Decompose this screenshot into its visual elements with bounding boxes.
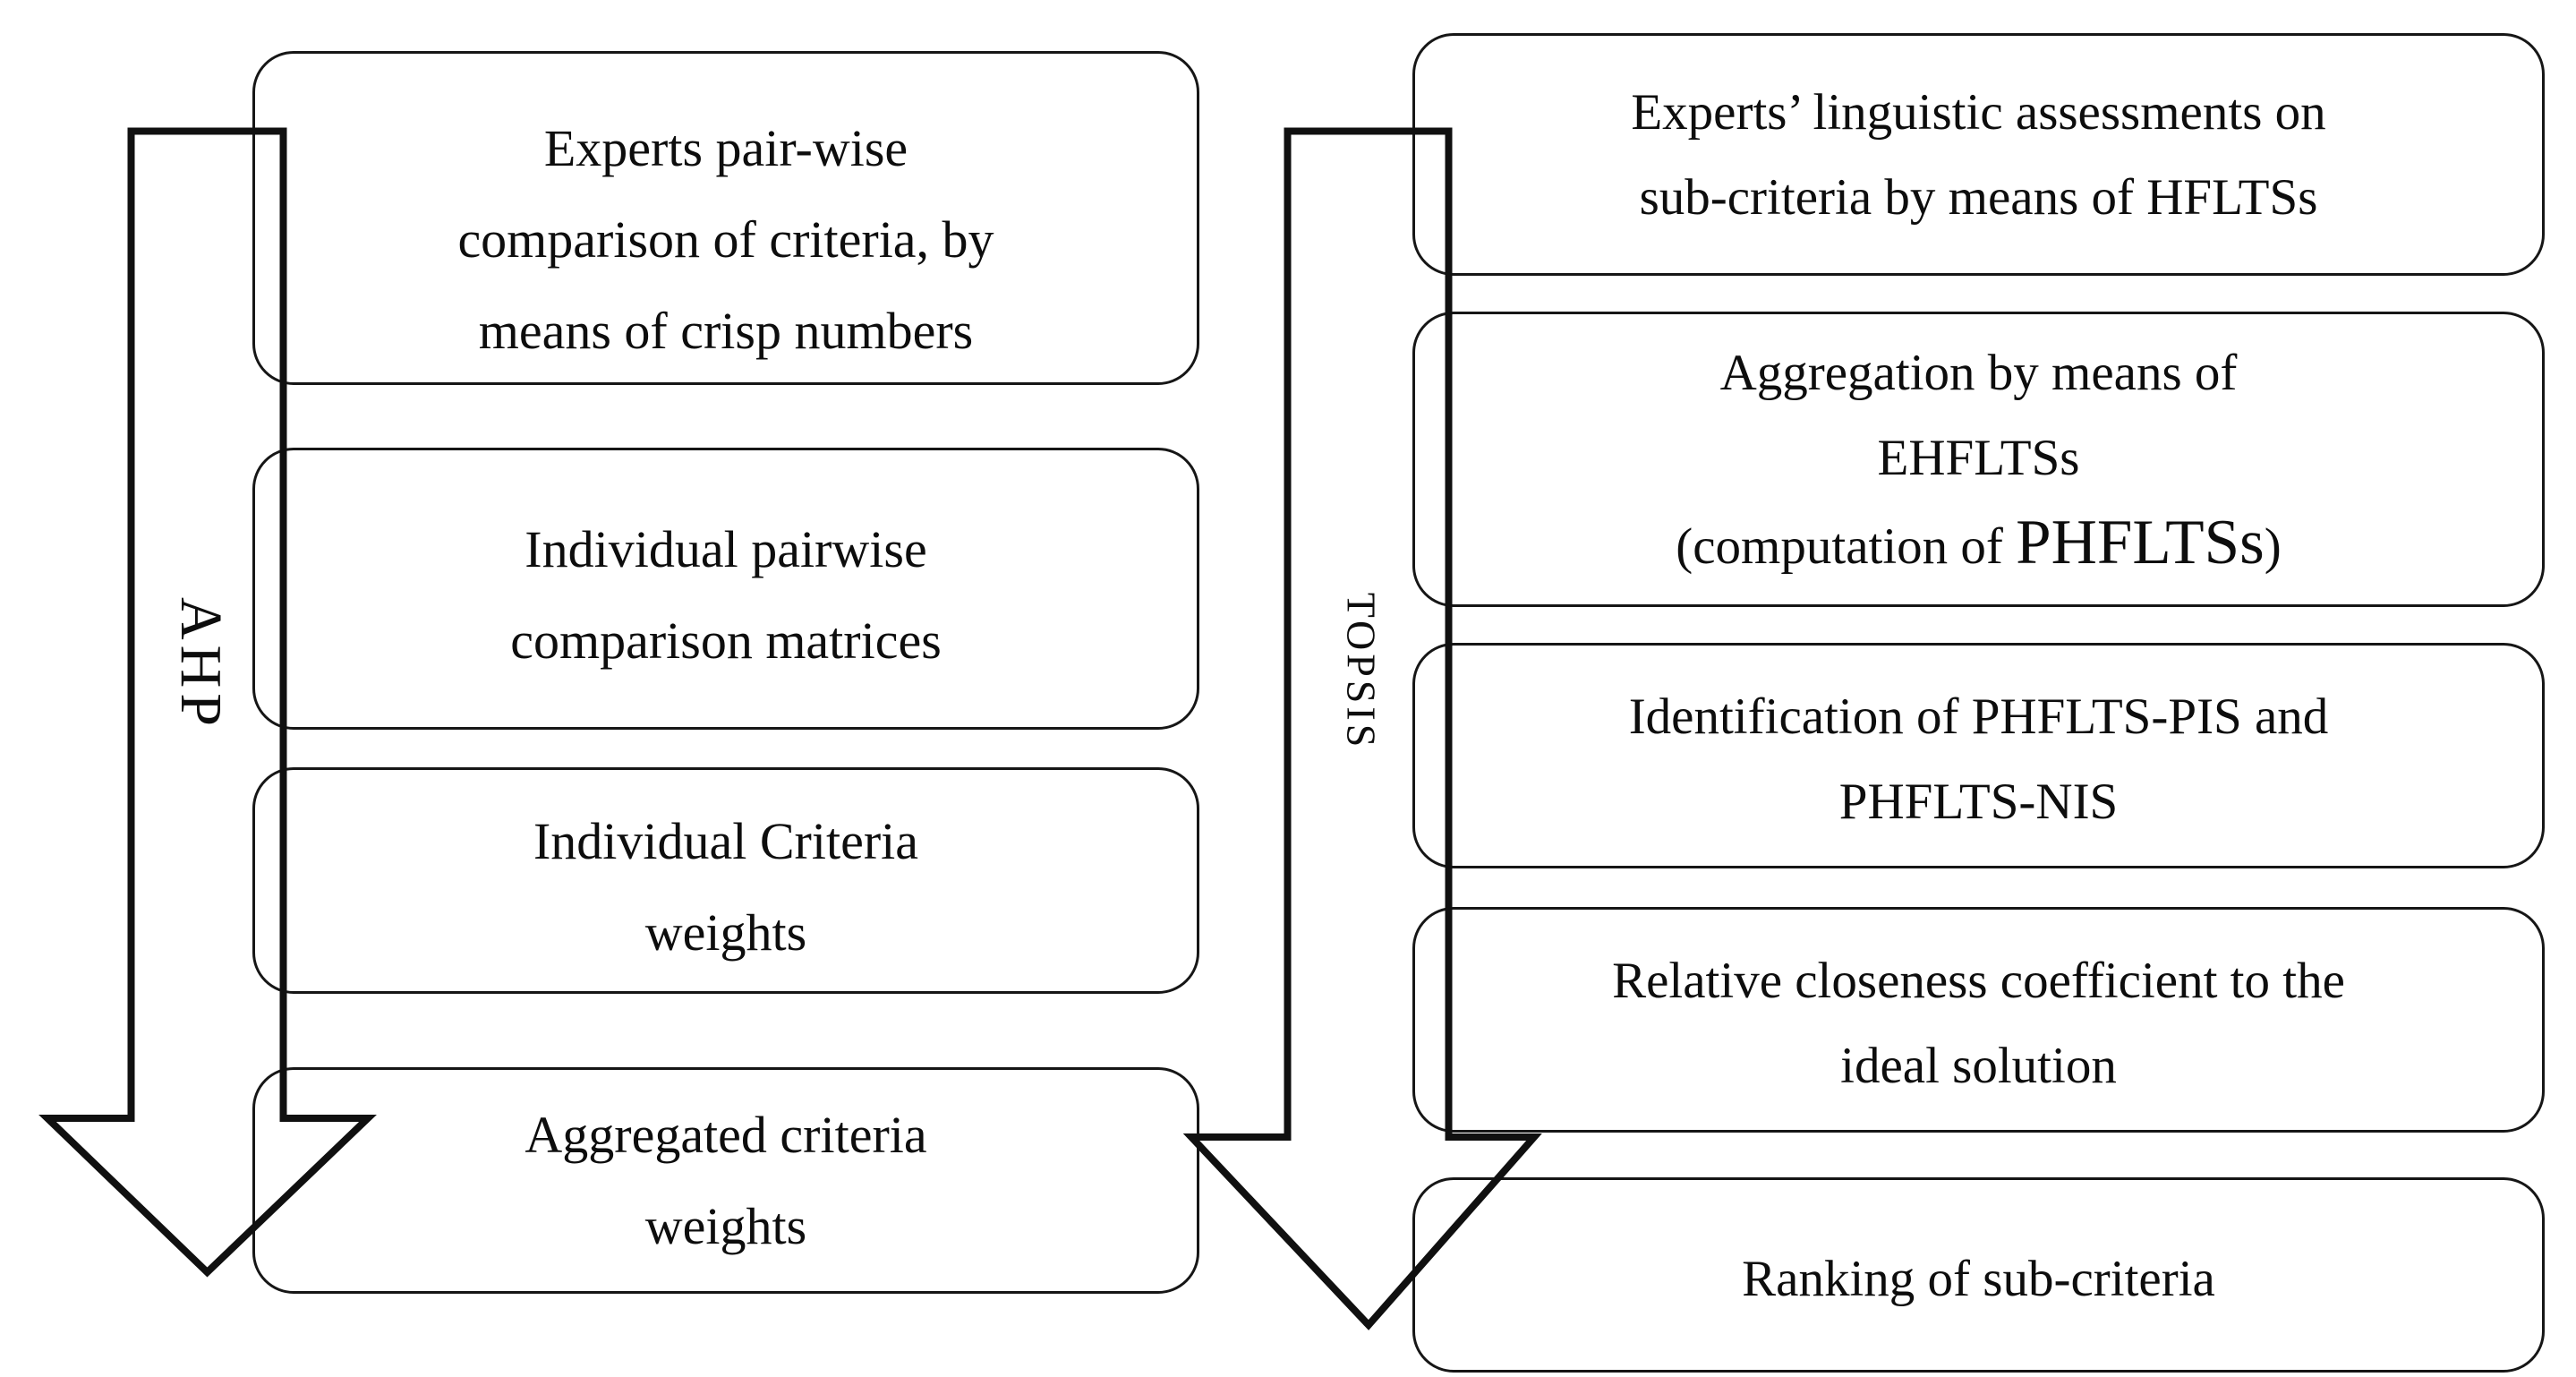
ahp-process-label: AHP	[168, 596, 234, 732]
box-text-line: means of crisp numbers	[478, 301, 974, 360]
box-text: Ranking of sub-criteria	[1415, 1229, 2542, 1321]
box-text: Relative closeness coefficient to the id…	[1415, 931, 2542, 1108]
box-text-line: Relative closeness coefficient to the	[1612, 953, 2345, 1009]
topsis-box-identification-pis-nis: Identification of PHFLTS-PIS and PHFLTS-…	[1412, 643, 2545, 868]
topsis-process-label: TOPSIS	[1338, 592, 1385, 751]
box-text-segment: )	[2264, 517, 2282, 575]
ahp-box-pairwise-comparison: Experts pair-wise comparison of criteria…	[252, 51, 1199, 385]
box-text-line: comparison matrices	[510, 611, 942, 670]
topsis-box-linguistic-assessments: Experts’ linguistic assessments on sub-c…	[1412, 33, 2545, 276]
box-text-segment: (computation of	[1676, 517, 2017, 575]
box-text-line: Identification of PHFLTS-PIS and	[1628, 688, 2329, 745]
box-text-line: PHFLTS-NIS	[1838, 774, 2119, 830]
box-text-line: Experts’ linguistic assessments on	[1631, 83, 2326, 141]
box-text: Aggregated criteria weights	[255, 1090, 1197, 1272]
box-text: Individual pairwise comparison matrices	[255, 492, 1197, 687]
box-text: Aggregation by means of EHFLTSs (computa…	[1415, 330, 2542, 589]
box-text-line: Individual Criteria	[533, 811, 919, 870]
ahp-box-individual-weights: Individual Criteria weights	[252, 767, 1199, 994]
box-text-line: EHFLTSs	[1877, 429, 2080, 486]
box-text: Experts’ linguistic assessments on sub-c…	[1415, 70, 2542, 240]
topsis-box-aggregation: Aggregation by means of EHFLTSs (computa…	[1412, 312, 2545, 607]
box-text-line: ideal solution	[1840, 1038, 2117, 1094]
box-text-segment-emphasis: PHFLTSs	[2016, 507, 2265, 577]
box-text-line: Aggregated criteria	[525, 1105, 927, 1164]
box-text: Experts pair-wise comparison of criteria…	[255, 60, 1197, 377]
topsis-box-ranking: Ranking of sub-criteria	[1412, 1177, 2545, 1373]
box-text-line: Experts pair-wise	[543, 118, 908, 177]
box-text: Identification of PHFLTS-PIS and PHFLTS-…	[1415, 667, 2542, 844]
box-text-line: Ranking of sub-criteria	[1742, 1250, 2215, 1307]
box-text-line: weights	[644, 1196, 807, 1255]
box-text: Individual Criteria weights	[255, 783, 1197, 979]
topsis-box-relative-closeness: Relative closeness coefficient to the id…	[1412, 907, 2545, 1133]
box-text-line: Individual pairwise	[525, 519, 927, 578]
ahp-box-aggregated-weights: Aggregated criteria weights	[252, 1067, 1199, 1294]
box-text-line: weights	[644, 902, 807, 962]
box-text-line: comparison of criteria, by	[457, 210, 994, 269]
box-text-line: Aggregation by means of	[1719, 344, 2238, 401]
box-text-line: (computation of PHFLTSs)	[1415, 500, 2542, 589]
box-text-line: sub-criteria by means of HFLTSs	[1639, 168, 2318, 226]
ahp-box-individual-matrices: Individual pairwise comparison matrices	[252, 448, 1199, 730]
